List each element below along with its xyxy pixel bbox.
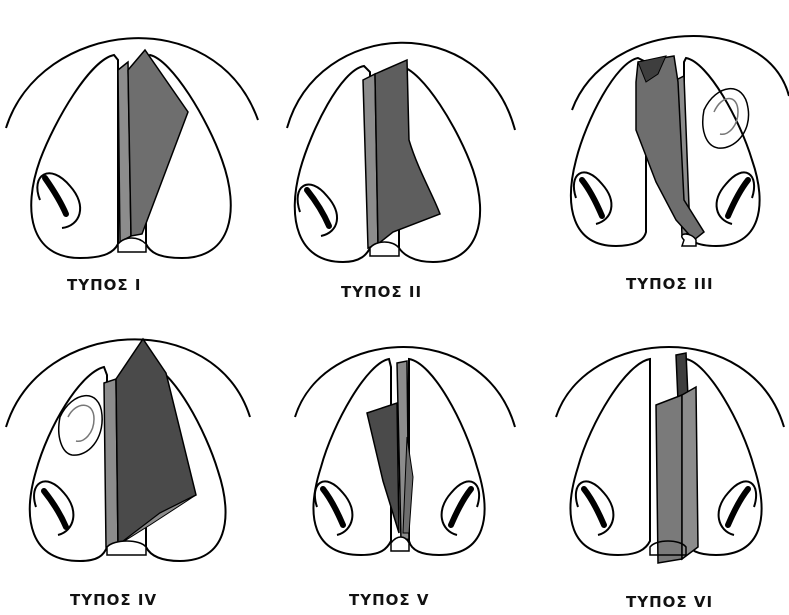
- panel-label: ΤΥΠΟΣ I: [67, 276, 141, 294]
- columella: [118, 238, 146, 252]
- diagram-panel-type-1: ΤΥΠΟΣ I: [0, 0, 263, 307]
- alar-groove-left: [582, 180, 602, 216]
- alar-groove-right: [451, 489, 471, 525]
- left-nostril-outline: [295, 66, 370, 262]
- diagram-panel-type-5: ΤΥΠΟΣ V: [263, 307, 526, 615]
- panel-label: ΤΥΠΟΣ IV: [70, 591, 157, 609]
- panel-label: ΤΥΠΟΣ V: [349, 591, 429, 609]
- deviation-shading-right: [682, 387, 698, 559]
- diagram-panel-type-2: ΤΥΠΟΣ II: [263, 0, 526, 307]
- nasal-septum-diagram-type-2: [263, 0, 526, 307]
- deviation-shading: [367, 403, 399, 533]
- left-lateral-crus-inner: [68, 405, 94, 441]
- columella: [107, 541, 146, 555]
- nasal-septum-diagram-type-5: [263, 307, 526, 615]
- columella: [391, 537, 409, 551]
- nasal-septum-diagram-type-6: [526, 307, 789, 615]
- deviation-shading: [128, 50, 188, 236]
- deviation-shading: [656, 395, 682, 563]
- columella: [370, 242, 399, 256]
- alar-groove-left: [45, 178, 66, 214]
- diagram-panel-type-3: ΤΥΠΟΣ III: [526, 0, 789, 307]
- right-lateral-crus: [703, 89, 749, 148]
- alar-groove-right: [728, 489, 748, 525]
- deviation-shading: [116, 339, 196, 545]
- alar-groove-left: [323, 489, 343, 525]
- deviation-shading: [375, 60, 440, 244]
- nasal-septum-diagram-type-1: [0, 0, 263, 307]
- panel-label: ΤΥΠΟΣ III: [626, 275, 714, 293]
- panel-label: ΤΥΠΟΣ VI: [626, 593, 713, 611]
- alar-groove-left: [584, 489, 604, 525]
- panel-label: ΤΥΠΟΣ II: [341, 283, 422, 301]
- diagram-panel-type-6: ΤΥΠΟΣ VI: [526, 307, 789, 615]
- nasal-septum-diagram-type-4: [0, 307, 263, 615]
- left-nostril-outline: [30, 367, 107, 561]
- left-nostril-outline: [31, 55, 118, 258]
- nasal-septum-diagram-type-3: [526, 0, 789, 307]
- diagram-panel-type-4: ΤΥΠΟΣ IV: [0, 307, 263, 615]
- right-nostril-outline: [409, 359, 485, 555]
- alar-groove-left: [44, 491, 66, 527]
- left-nostril-outline: [571, 58, 646, 246]
- alar-groove-right: [728, 180, 748, 216]
- left-alar-curve: [298, 185, 337, 236]
